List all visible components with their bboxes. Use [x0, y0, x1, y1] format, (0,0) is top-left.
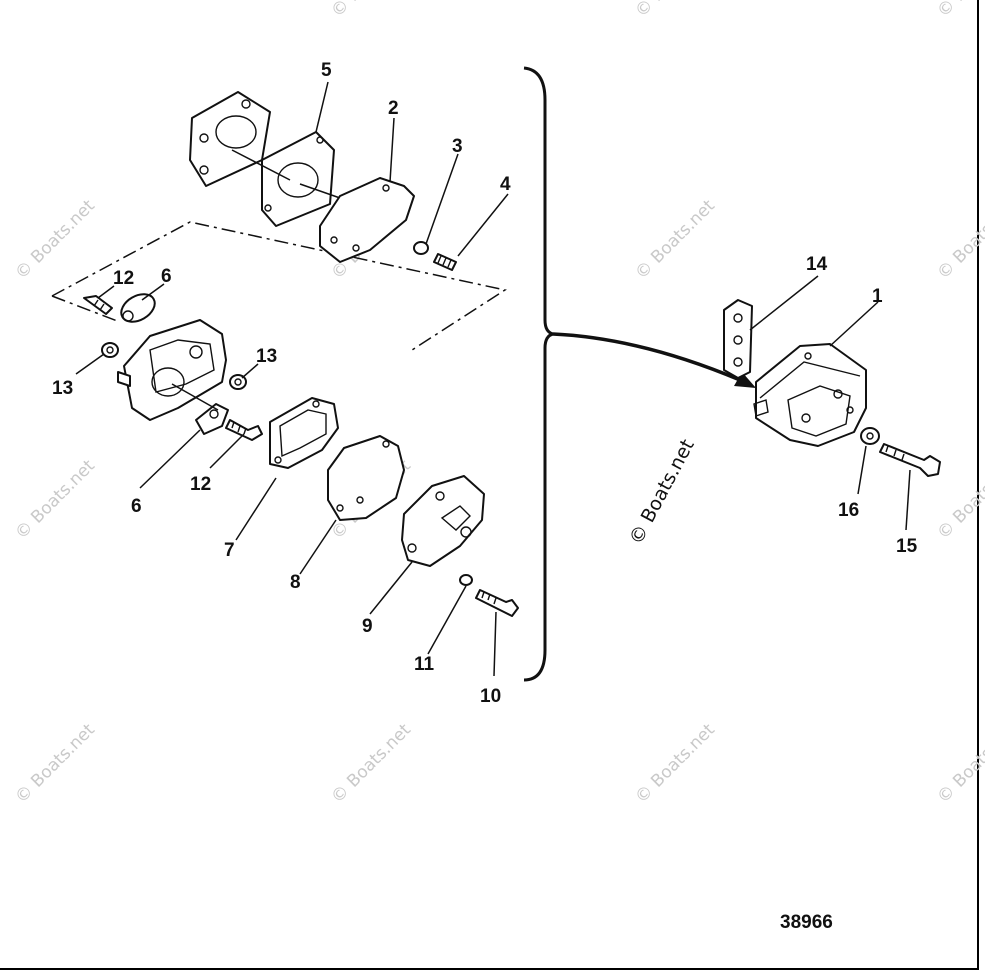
pump-bottom-cover — [401, 475, 485, 567]
callouts: 5 2 3 4 12 6 13 13 6 12 7 8 9 11 10 14 1… — [52, 60, 918, 707]
watermark: © Boats.net — [933, 196, 985, 284]
check-valve-6-lower — [195, 403, 229, 435]
assembly-arrow — [552, 332, 741, 382]
bolt-15 — [879, 443, 941, 477]
watermark: © Boats.net — [631, 720, 719, 808]
lockwasher-3 — [413, 241, 429, 255]
callout-12-lower: 12 — [190, 474, 211, 495]
callout-12-upper: 12 — [113, 268, 134, 289]
watermark: © Boats.net — [11, 196, 99, 284]
pump-body — [117, 319, 227, 421]
watermark: © Boats.net — [933, 456, 985, 544]
callout-5: 5 — [321, 60, 332, 81]
callout-4: 4 — [500, 174, 511, 195]
callout-3: 3 — [452, 136, 463, 157]
callout-9: 9 — [362, 616, 373, 637]
callout-1: 1 — [872, 286, 883, 307]
lockwasher-11 — [459, 574, 473, 586]
washer-16 — [860, 427, 880, 445]
watermark: © Boats.net — [327, 720, 415, 808]
arrow-head — [734, 372, 756, 388]
assembly-outline-left — [51, 295, 121, 323]
callout-2: 2 — [388, 98, 399, 119]
diaphragm-2 — [319, 177, 415, 263]
group-bracket — [523, 66, 554, 682]
screw-12-lower — [225, 419, 263, 441]
callout-14: 14 — [806, 254, 828, 275]
diaphragm-8 — [327, 435, 405, 521]
gasket-7 — [269, 397, 339, 469]
watermark: © Boats.net — [933, 0, 985, 22]
watermark: © Boats.net — [631, 196, 719, 284]
callout-6-upper: 6 — [161, 266, 172, 287]
gasket-5 — [261, 131, 335, 227]
drawing-number: 38966 — [780, 912, 833, 933]
center-line — [171, 383, 219, 411]
watermark: © Boats.net — [933, 720, 985, 808]
leader-lines — [75, 81, 911, 677]
screw-12-upper — [83, 295, 113, 315]
callout-7: 7 — [224, 540, 235, 561]
callout-6-lower: 6 — [131, 496, 142, 517]
watermark: © Boats.net — [11, 720, 99, 808]
callout-10: 10 — [480, 686, 501, 707]
nut-13-left — [101, 342, 119, 358]
center-line — [231, 149, 341, 199]
callout-11: 11 — [414, 654, 435, 675]
check-valve-6-upper — [120, 293, 156, 323]
watermark: © Boats.net — [11, 456, 99, 544]
callout-16: 16 — [838, 500, 859, 521]
fuel-pump-assembly — [723, 299, 867, 447]
pump-top-cover — [189, 91, 271, 187]
screw-4 — [433, 253, 457, 271]
watermark: © Boats.net — [631, 0, 719, 22]
callout-13-right: 13 — [256, 346, 277, 367]
nut-13-right — [229, 374, 247, 390]
callout-15: 15 — [896, 536, 918, 557]
watermark: © Boats.net — [327, 0, 415, 22]
callout-13-left: 13 — [52, 378, 73, 399]
watermark-main: © Boats.net — [625, 436, 699, 549]
callout-8: 8 — [290, 572, 301, 593]
screw-10 — [475, 589, 519, 617]
